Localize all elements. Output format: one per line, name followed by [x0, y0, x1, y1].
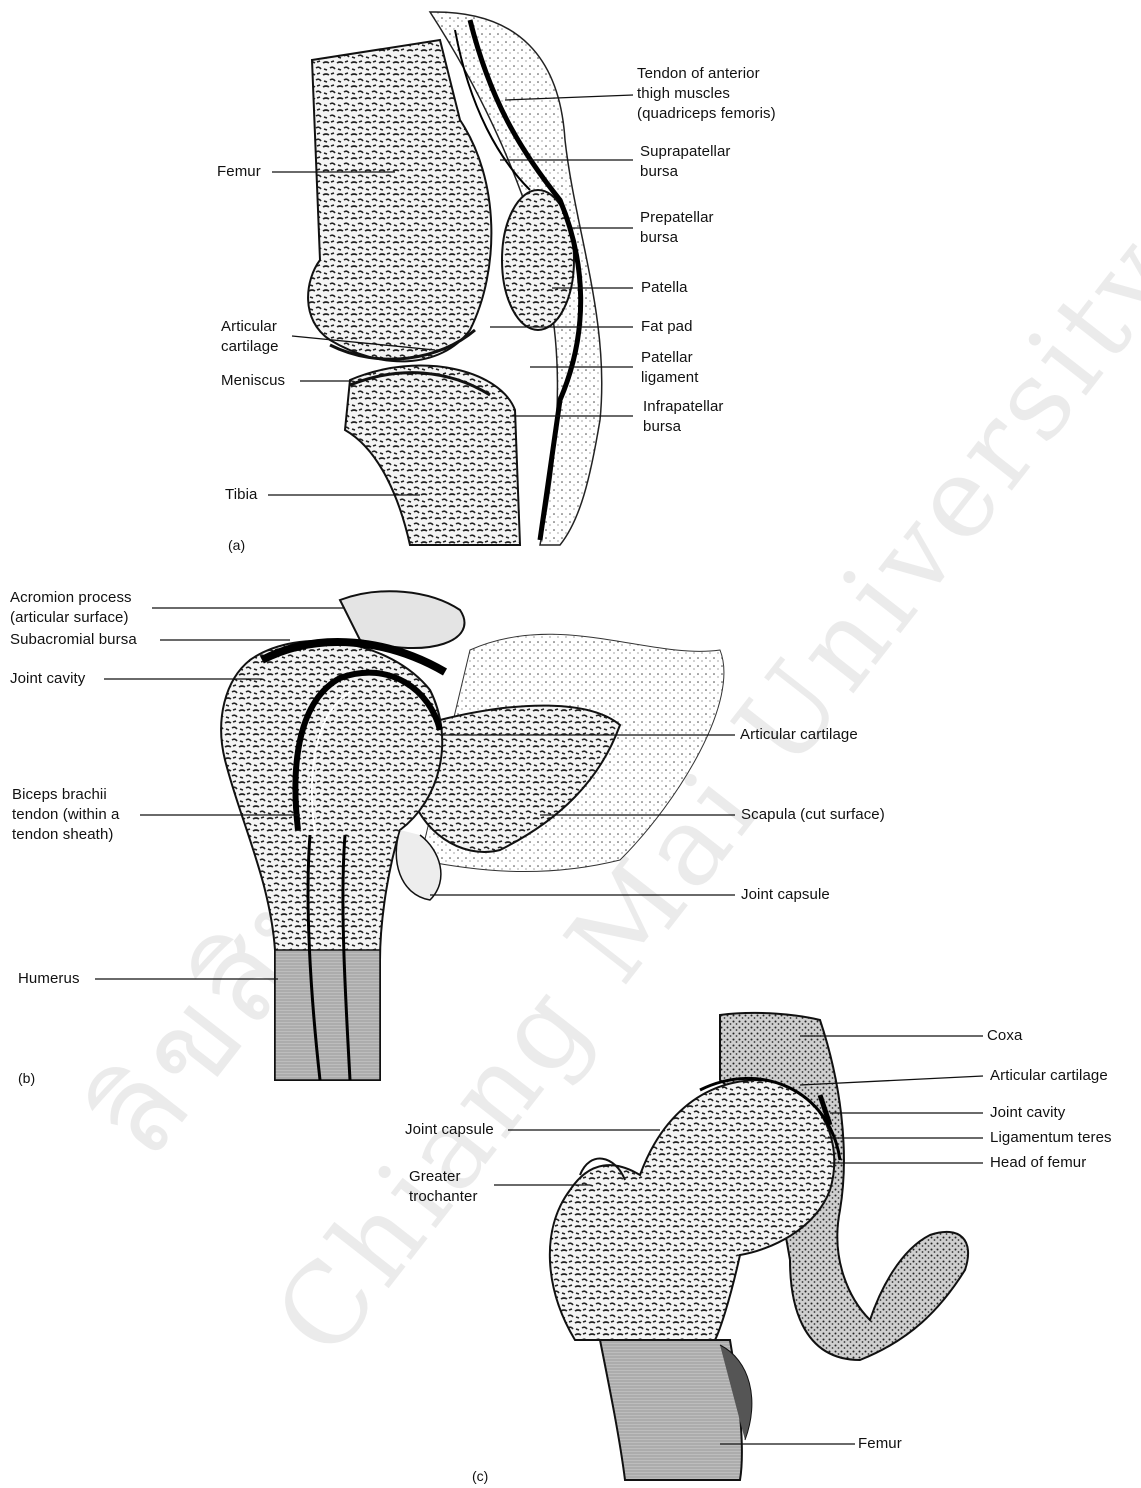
label-joint-cavity-hip: Joint cavity	[990, 1103, 1065, 1123]
label-scapula: Scapula (cut surface)	[741, 805, 885, 825]
label-greater-trochanter: Greater trochanter	[409, 1167, 478, 1207]
knee-illustration	[308, 12, 602, 545]
label-humerus: Humerus	[18, 969, 80, 989]
label-head-of-femur: Head of femur	[990, 1153, 1086, 1173]
label-tendon-quadriceps: Tendon of anterior thigh muscles (quadri…	[637, 64, 776, 124]
label-patella: Patella	[641, 278, 688, 298]
panel-letter-a: (a)	[228, 537, 245, 553]
label-patellar-ligament: Patellar ligament	[641, 348, 699, 388]
label-suprapatellar-bursa: Suprapatellar bursa	[640, 142, 731, 182]
panel-letter-c: (c)	[472, 1468, 488, 1484]
label-prepatellar-bursa: Prepatellar bursa	[640, 208, 714, 248]
label-tibia: Tibia	[225, 485, 257, 505]
hip-illustration	[550, 1013, 968, 1480]
label-joint-cavity-shoulder: Joint cavity	[10, 669, 85, 689]
label-coxa: Coxa	[987, 1026, 1022, 1046]
label-meniscus: Meniscus	[221, 371, 285, 391]
label-joint-capsule-shoulder: Joint capsule	[741, 885, 830, 905]
label-biceps-brachii-tendon: Biceps brachii tendon (within a tendon s…	[12, 785, 120, 845]
label-ligamentum-teres: Ligamentum teres	[990, 1128, 1112, 1148]
label-articular-cartilage-knee: Articular cartilage	[221, 317, 279, 357]
label-infrapatellar-bursa: Infrapatellar bursa	[643, 397, 724, 437]
label-femur-knee: Femur	[217, 162, 261, 182]
label-joint-capsule-hip: Joint capsule	[405, 1120, 494, 1140]
label-articular-cartilage-shoulder: Articular cartilage	[740, 725, 858, 745]
label-articular-cartilage-hip: Articular cartilage	[990, 1066, 1108, 1086]
shoulder-illustration	[221, 591, 724, 1080]
label-fat-pad: Fat pad	[641, 317, 693, 337]
label-femur-hip: Femur	[858, 1434, 902, 1454]
panel-letter-b: (b)	[18, 1070, 35, 1086]
label-subacromial-bursa: Subacromial bursa	[10, 630, 137, 650]
label-acromion-process: Acromion process (articular surface)	[10, 588, 132, 628]
